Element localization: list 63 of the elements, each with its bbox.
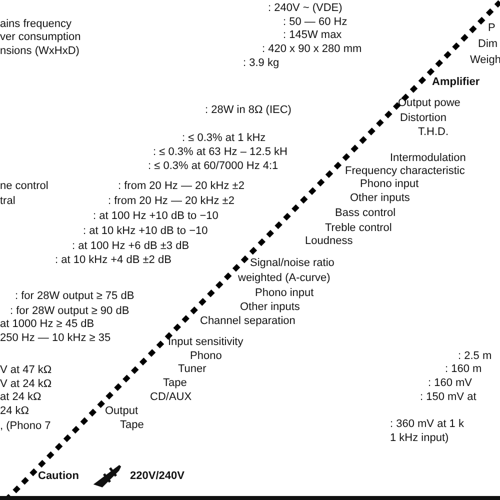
spec-value: : 145W max	[283, 29, 342, 42]
spec-value: : for 28W output ≥ 90 dB	[10, 305, 130, 318]
spec-label: Weigh	[470, 54, 500, 67]
spec-label: ver consumption	[0, 31, 81, 44]
spec-value: : 160 m	[445, 363, 482, 376]
spec-label: Bass control	[335, 207, 396, 220]
spec-value: : at 10 kHz +10 dB to −10	[83, 225, 208, 238]
spec-label: Caution	[38, 470, 79, 483]
spec-label: Phono input	[360, 178, 419, 191]
spec-label: Distortion	[400, 112, 446, 125]
spec-label: at 24 kΩ	[0, 391, 42, 404]
spec-label: Tape	[163, 377, 187, 390]
spec-label: 1 kHz input)	[390, 432, 449, 445]
spec-label: Phono input	[255, 287, 314, 300]
spec-label: Loudness	[305, 235, 353, 248]
spec-value: : 150 mV at	[420, 391, 476, 404]
spec-label: Amplifier	[432, 76, 480, 89]
spec-label: Tape	[120, 419, 144, 432]
spec-value: : ≤ 0.3% at 1 kHz	[182, 132, 266, 145]
spec-value: : for 28W output ≥ 75 dB	[15, 290, 134, 303]
spec-label: Intermodulation	[390, 152, 466, 165]
spec-value: : ≤ 0.3% at 63 Hz – 12.5 kH	[153, 146, 288, 159]
spec-label: Dim	[478, 38, 498, 51]
spec-value: : 360 mV at 1 k	[390, 418, 464, 431]
spec-label: weighted (A-curve)	[238, 272, 330, 285]
spec-value: : from 20 Hz — 20 kHz ±2	[118, 180, 244, 193]
spec-label: T.H.D.	[418, 126, 449, 139]
spec-label: Treble control	[325, 222, 392, 235]
spec-value: : 3.9 kg	[243, 57, 280, 70]
spec-label: Signal/noise ratio	[250, 257, 334, 270]
spec-value: : 160 mV	[428, 377, 472, 390]
spec-label: nsions (WxHxD)	[0, 45, 80, 58]
spec-label: Frequency characteristic	[345, 165, 465, 178]
spec-label: Output	[105, 405, 138, 418]
spec-label: tral	[0, 195, 16, 208]
spec-label: Output powe	[398, 97, 460, 110]
spec-label: , (Phono 7	[0, 420, 51, 433]
spec-value: : at 100 Hz +6 dB ±3 dB	[72, 240, 190, 253]
spec-label: V at 24 kΩ	[0, 378, 52, 391]
spec-label: 250 Hz — 10 kHz ≥ 35	[0, 332, 111, 345]
spec-label: Phono	[190, 350, 222, 363]
spec-value: : 2.5 m	[458, 350, 492, 363]
spec-label: Channel separation	[200, 315, 296, 328]
spec-label: V at 47 kΩ	[0, 364, 52, 377]
spec-label: Input sensitivity	[168, 336, 244, 349]
spec-label: Other inputs	[240, 301, 300, 314]
spec-value: : from 20 Hz — 20 kHz ±2	[108, 195, 234, 208]
spec-label: Other inputs	[350, 192, 410, 205]
spec-label: ne control	[0, 180, 48, 193]
spec-label: P	[488, 22, 496, 35]
spec-label: ains frequency	[0, 18, 72, 31]
spec-value: : at 10 kHz +4 dB ±2 dB	[55, 254, 172, 267]
spec-label: Tuner	[178, 363, 206, 376]
spec-value: : ≤ 0.3% at 60/7000 Hz 4:1	[148, 160, 278, 173]
spec-value: : 240V ~ (VDE)	[268, 2, 342, 15]
spec-value: : at 100 Hz +10 dB to −10	[93, 210, 218, 223]
spec-label: at 1000 Hz ≥ 45 dB	[0, 318, 94, 331]
spec-value: : 420 x 90 x 280 mm	[262, 43, 362, 56]
spec-value: : 50 — 60 Hz	[283, 16, 348, 29]
spec-value: : 28W in 8Ω (IEC)	[205, 104, 292, 117]
spec-label: 220V/240V	[130, 470, 184, 483]
spec-label: CD/AUX	[150, 391, 192, 404]
spec-label: 24 kΩ	[0, 405, 30, 418]
